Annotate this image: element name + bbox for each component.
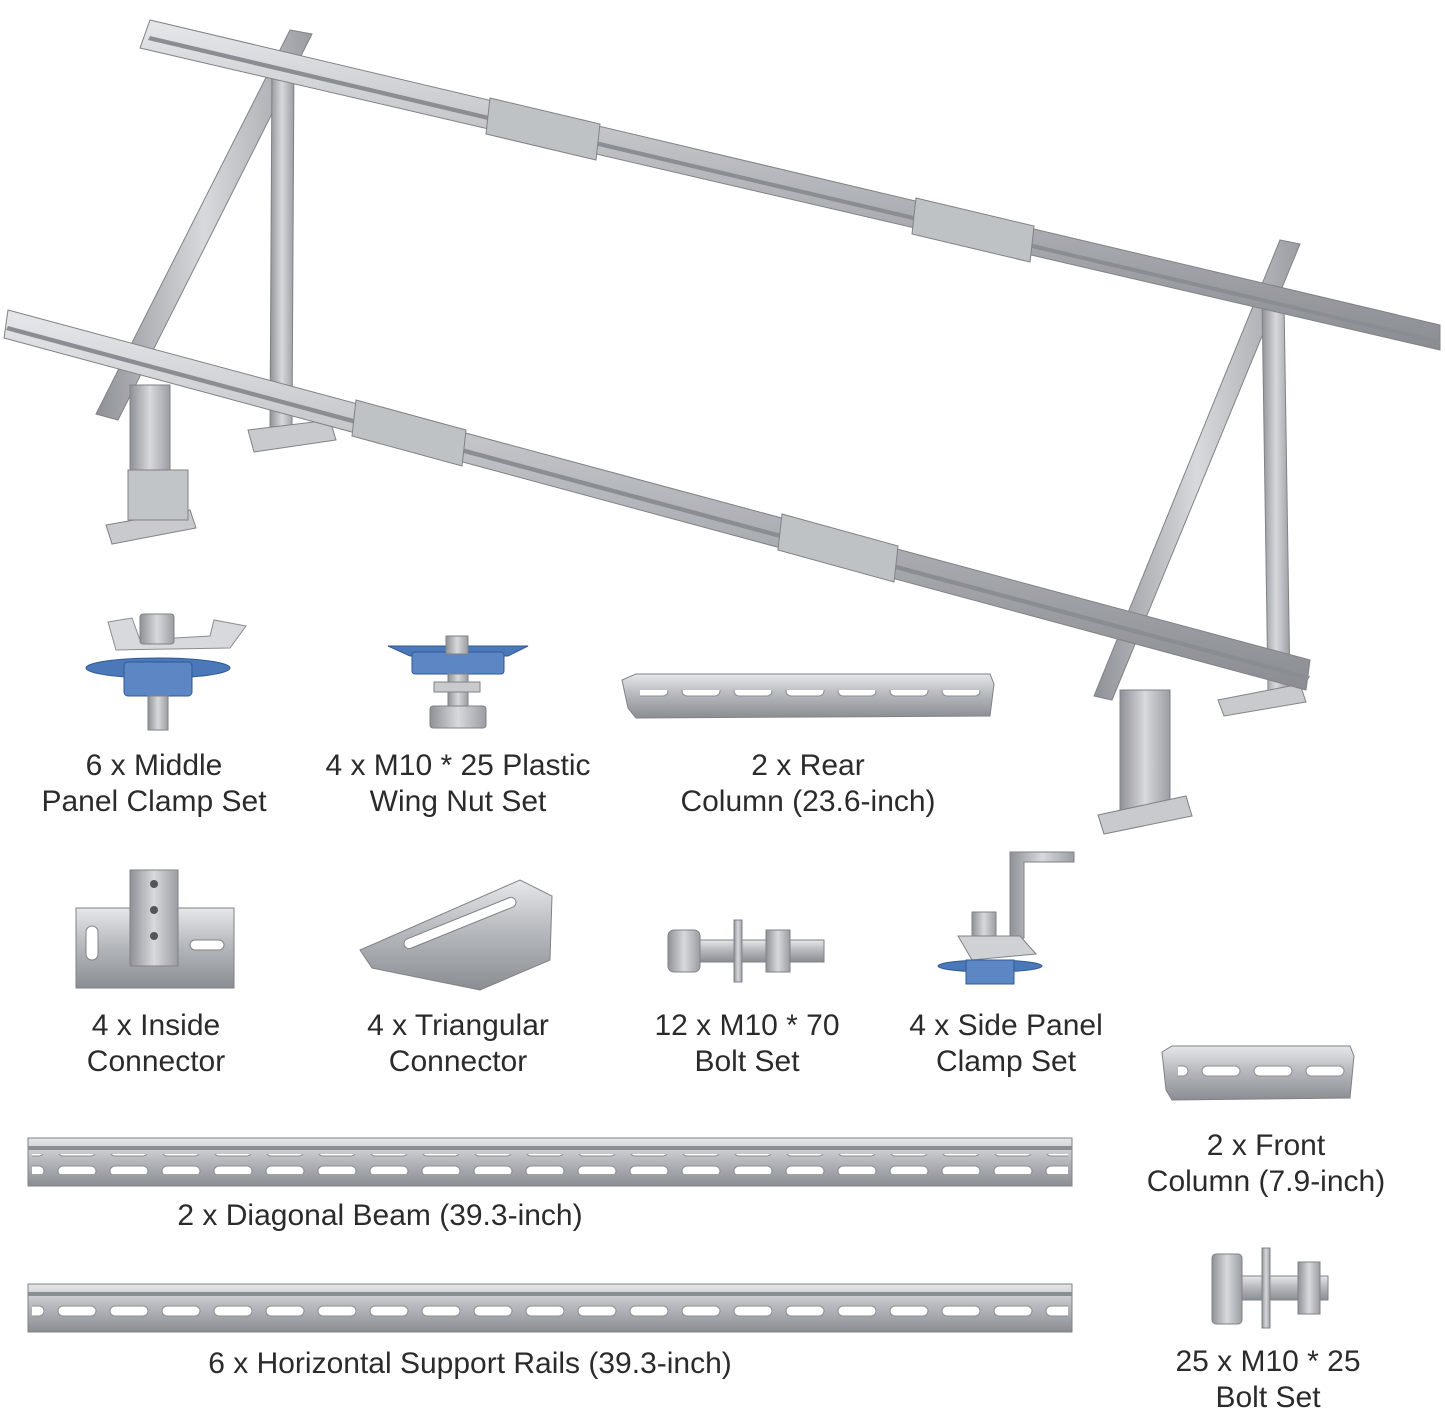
inside-connector-image <box>75 869 235 989</box>
horizontal-rails-label: 6 x Horizontal Support Rails (39.3-inch) <box>208 1347 732 1380</box>
frame-top-rail <box>139 19 1441 351</box>
bolt-70-image <box>667 919 825 983</box>
front-column-image <box>1161 1045 1355 1101</box>
frame-bottom-rail <box>3 309 1311 691</box>
rear-column-image <box>621 673 995 719</box>
bolt-25-image <box>1211 1247 1329 1329</box>
diagonal-beam-label: 2 x Diagonal Beam (39.3-inch) <box>177 1199 583 1232</box>
triangular-connector-image <box>359 879 553 991</box>
rear-right-leg <box>1093 239 1307 835</box>
rear-left-leg <box>95 29 337 545</box>
horizontal-rails-image <box>27 1283 1073 1333</box>
wing-nut-image <box>387 635 529 729</box>
middle-panel-clamp-image <box>85 613 247 731</box>
side-panel-clamp-image <box>937 851 1075 985</box>
assembled-frame <box>3 19 1441 835</box>
diagonal-beam-image <box>27 1137 1073 1187</box>
